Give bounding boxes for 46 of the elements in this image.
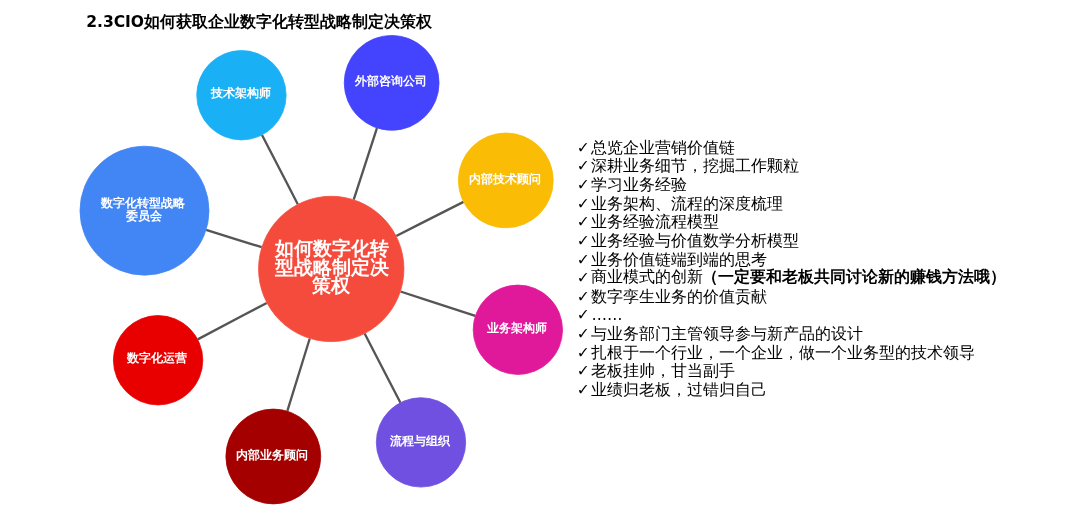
label: 数字孪生业务的价值贡献	[591, 287, 768, 306]
connector	[286, 337, 311, 411]
connector	[260, 133, 299, 205]
label: 商业模式的创新（一定要和老板共同讨论新的赚钱方法哦）	[591, 267, 1006, 286]
label: ✓	[576, 212, 590, 231]
label: ……	[591, 305, 623, 324]
connector	[197, 301, 268, 340]
label: 业务价值链端到端的思考	[591, 249, 768, 268]
label: 学习业务经验	[591, 175, 688, 194]
node-circle: 数字化转型战略委员会	[79, 145, 210, 276]
node-circle: 业务架构师	[472, 284, 563, 375]
node-circle: 技术架构师	[196, 49, 287, 140]
label: ✓	[576, 305, 590, 324]
label: ✓	[576, 175, 590, 194]
node-circle: 如何数字化转型战略制定决策权	[258, 195, 405, 342]
label: ✓	[576, 361, 590, 380]
label: 扎根于一个行业，一个企业，做一个业务型的技术领导	[591, 343, 976, 362]
label: 业务经验流程模型	[591, 212, 720, 231]
connector	[352, 127, 379, 200]
node-circle: 内部技术顾问	[458, 132, 554, 228]
connector	[363, 332, 402, 403]
label: ✓	[576, 343, 590, 362]
label: 业务经验与价值数学分析模型	[591, 231, 800, 250]
node-circle: 数字化运营	[113, 314, 204, 405]
label: 深耕业务细节，挖掘工作颗粒	[591, 156, 800, 175]
node-circle: 流程与组织	[375, 396, 467, 487]
label: ✓	[576, 231, 590, 250]
label: ✓	[576, 380, 590, 399]
connector	[205, 228, 263, 248]
node-circle: 外部咨询公司	[343, 34, 440, 131]
label: 业务架构、流程的深度梳理	[591, 194, 784, 213]
label: 老板挂帅，甘当副手	[591, 361, 736, 380]
label: ✓	[576, 268, 590, 287]
label: ✓	[576, 138, 590, 157]
label: ✓	[576, 249, 590, 268]
node-circle: 内部业务顾问	[225, 408, 322, 504]
label: ✓	[576, 287, 590, 306]
connector	[395, 200, 465, 237]
label: ✓	[576, 194, 590, 213]
label: 与业务部门主管领导参与新产品的设计	[591, 324, 864, 343]
label: ✓	[576, 156, 590, 175]
label: 业绩归老板，过错归自己	[591, 380, 768, 399]
label: 总览企业营销价值链	[591, 138, 736, 157]
label: ✓	[576, 324, 590, 343]
connector	[400, 289, 476, 317]
diagram-title: 2.3CIO如何获取企业数字化转型战略制定决策权	[86, 12, 433, 31]
